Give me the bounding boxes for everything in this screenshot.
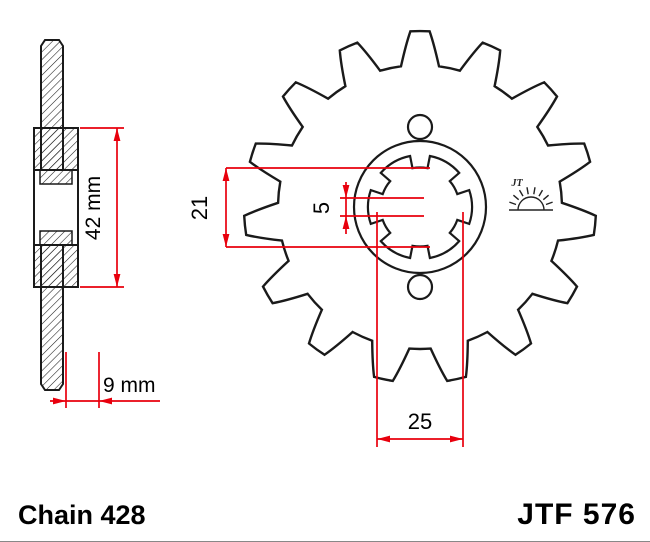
- dim-21: 21: [187, 167, 430, 248]
- dim-42: 42 mm: [80, 127, 124, 288]
- spline-block-bottom: [39, 230, 73, 246]
- dim-42-arrow-up-icon: [113, 128, 121, 141]
- dim-25-arrow-right-icon: [450, 435, 463, 443]
- dim-5: 5: [309, 182, 424, 234]
- part-number-label: JTF 576: [517, 498, 636, 531]
- dim-9-label: 9 mm: [103, 374, 156, 397]
- chain-size-label: Chain 428: [18, 500, 146, 530]
- spline-block-top: [39, 169, 73, 185]
- logo-sun-icon: [517, 196, 545, 211]
- lightening-hole-top: [406, 113, 434, 141]
- dim-42-arrow-down-icon: [113, 274, 121, 287]
- jt-logo: JT: [509, 178, 553, 211]
- dim-9-arrow-right-icon: [99, 397, 112, 405]
- front-view: JT: [242, 29, 598, 383]
- dim-21-arrow-up-icon: [222, 168, 230, 181]
- hub-circle: [352, 139, 488, 275]
- logo-rays-icon: [509, 187, 553, 206]
- logo-text: JT: [510, 178, 523, 189]
- dim-42-label: 42 mm: [82, 176, 105, 240]
- lightening-hole-bottom: [406, 273, 434, 301]
- dim-5-label: 5: [309, 202, 334, 214]
- side-view: [32, 39, 80, 391]
- dim-21-label: 21: [187, 196, 212, 220]
- spline-bore: [366, 154, 474, 260]
- dim-5-arrow-down-icon: [342, 185, 350, 198]
- dim-25: 25: [376, 212, 464, 447]
- dim-25-label: 25: [408, 409, 432, 434]
- dim-5-arrow-up-icon: [342, 216, 350, 229]
- dim-9-arrow-left-icon: [53, 397, 66, 405]
- dim-21-arrow-down-icon: [222, 234, 230, 247]
- dim-9: 9 mm: [50, 352, 160, 408]
- dim-25-arrow-left-icon: [377, 435, 390, 443]
